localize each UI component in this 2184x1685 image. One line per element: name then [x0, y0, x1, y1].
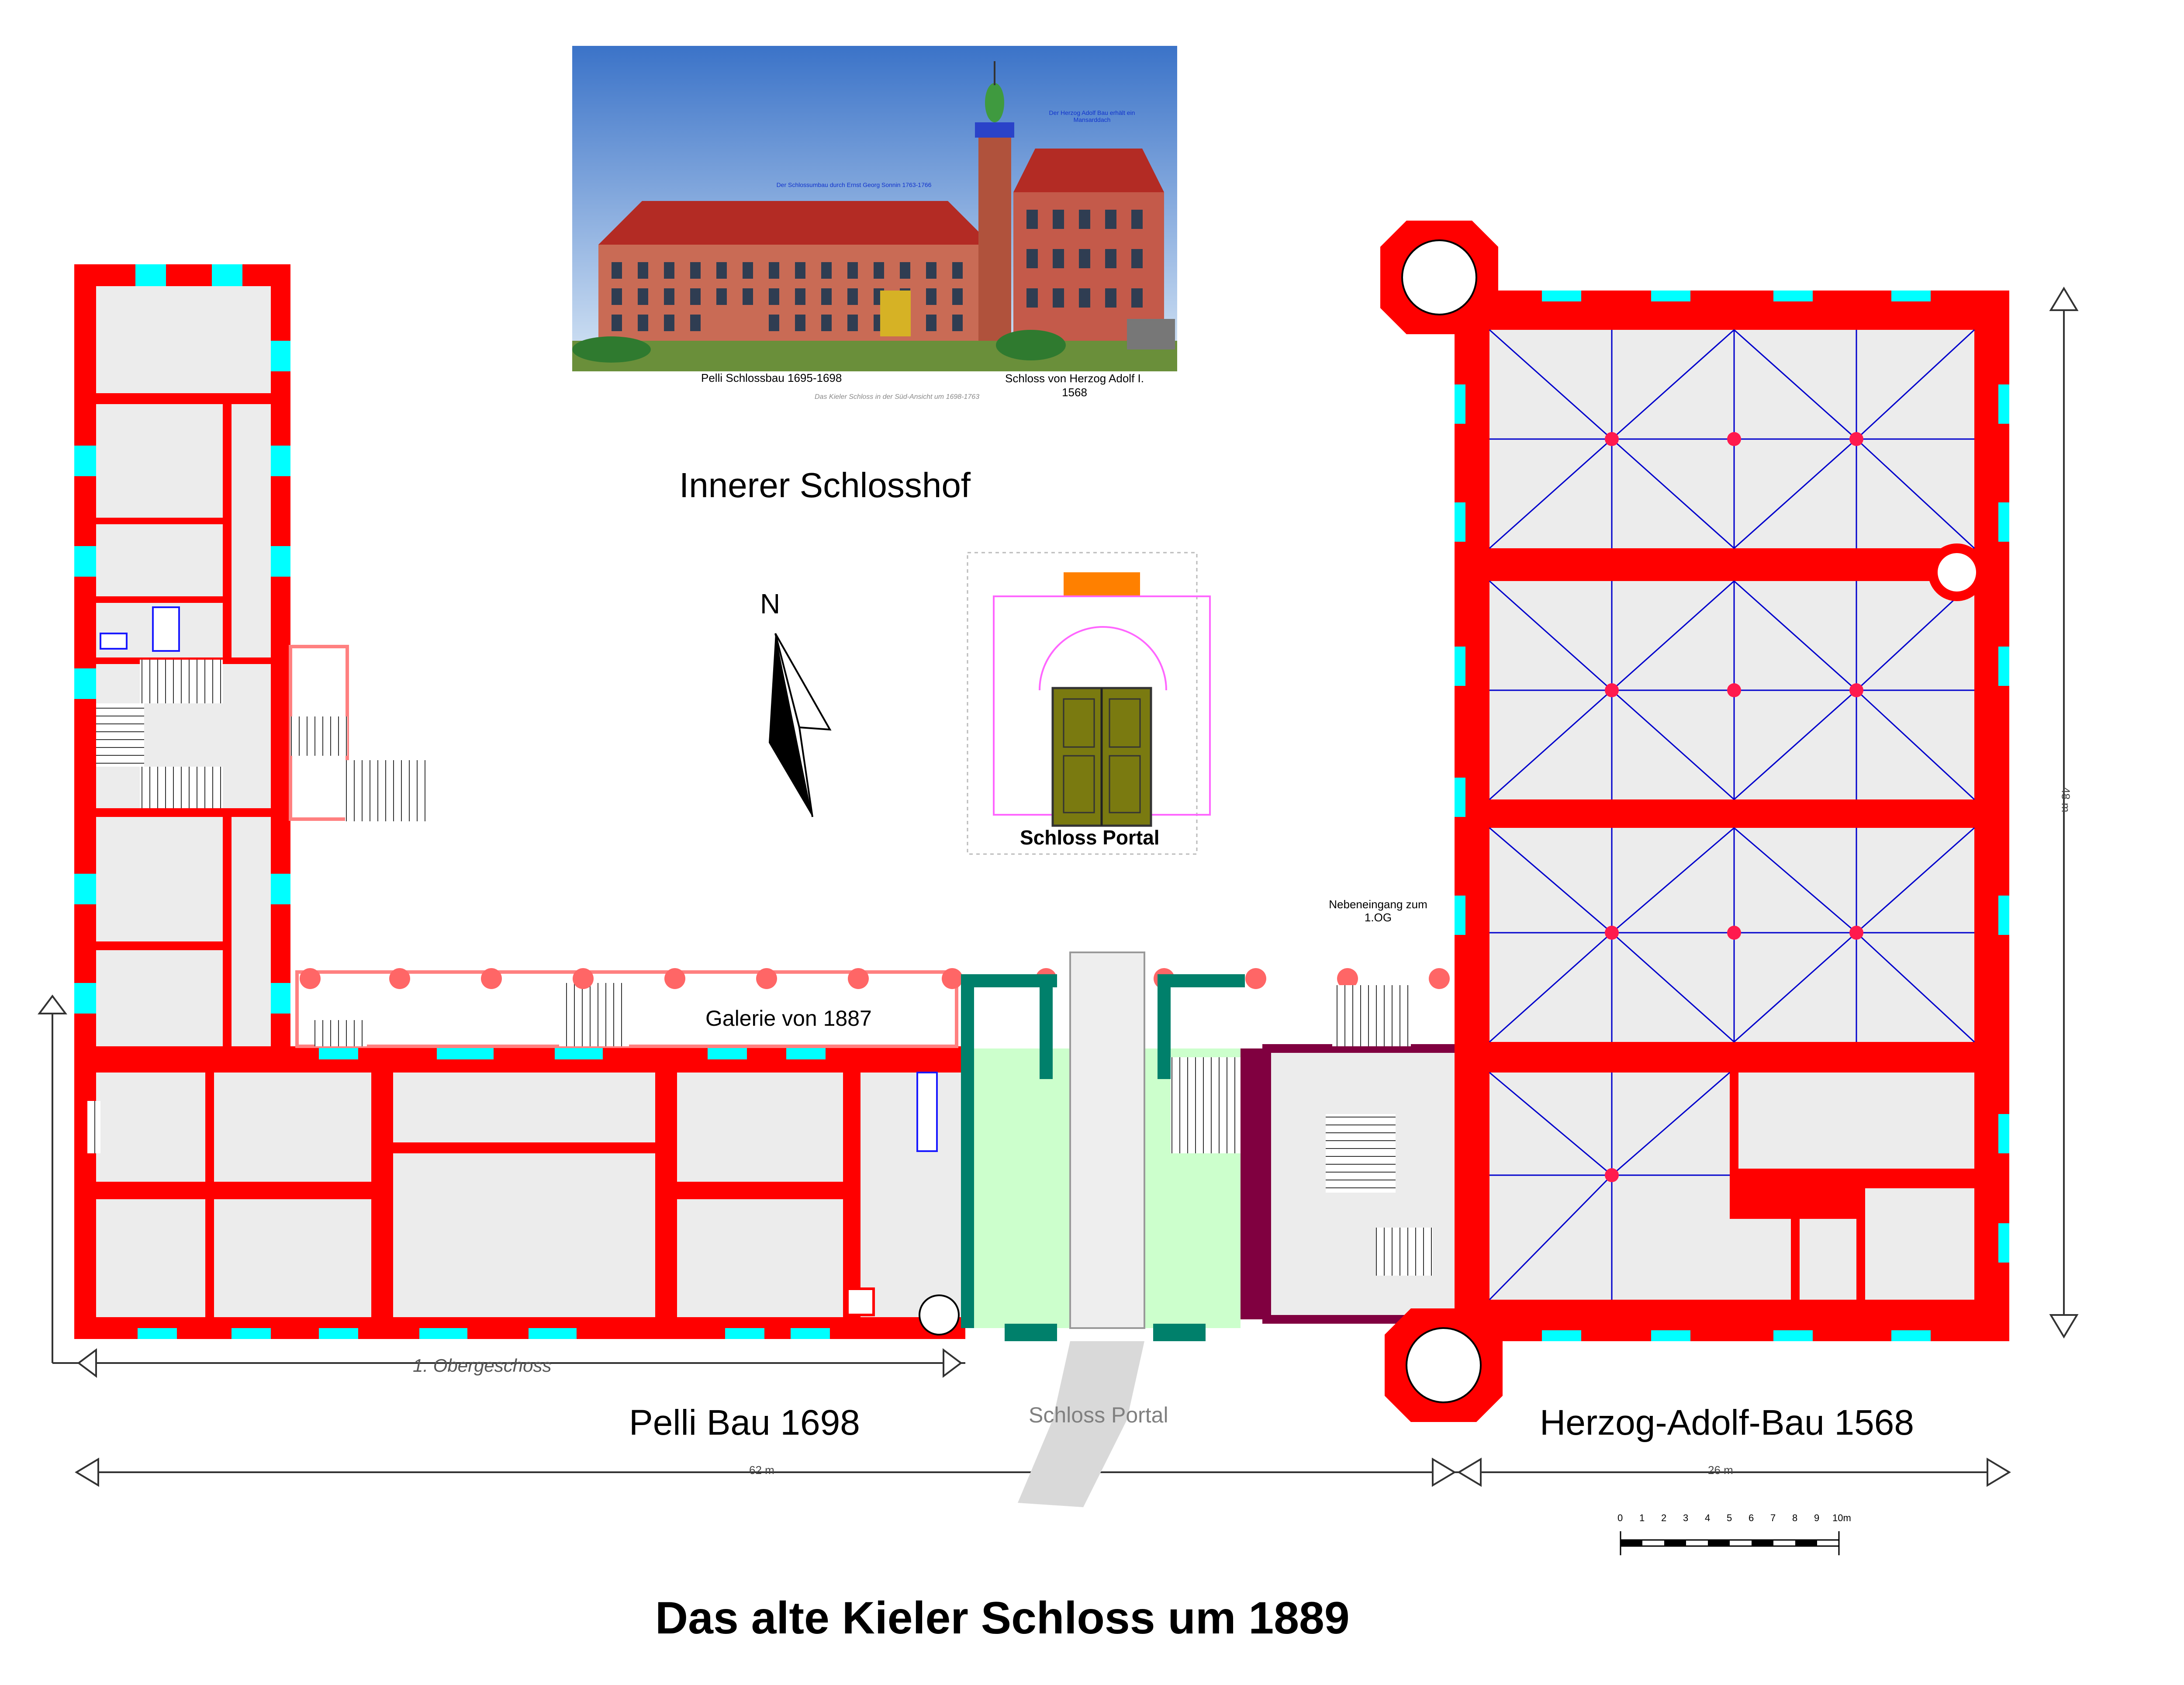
gallery-1887: [289, 645, 1450, 1048]
portal-hall: [961, 951, 1468, 1341]
side-entrance-label: Nebeneingang zum 1.OG: [1329, 898, 1427, 924]
facade-caption-small: Das Kieler Schloss in der Süd-Ansicht um…: [815, 393, 980, 401]
scale-tick: 4: [1705, 1512, 1711, 1523]
scale-bar: [1620, 1531, 1840, 1555]
portal-inset: [967, 552, 1211, 855]
dimension-62m: 62 m: [749, 1464, 774, 1477]
pelli-label: Pelli Bau 1698: [629, 1403, 860, 1443]
facade-note-sonnin: Der Schlossumbau durch Ernst Georg Sonni…: [776, 181, 932, 188]
scale-tick: 10m: [1832, 1512, 1851, 1523]
west-wing: [74, 264, 290, 1051]
scale-tick: 2: [1661, 1512, 1667, 1523]
gallery-columns: [300, 968, 1450, 989]
dimension-lines: [38, 287, 2079, 1487]
facade-caption-pelli: Pelli Schlossbau 1695-1698: [701, 371, 842, 384]
dimension-26m: 26 m: [1708, 1464, 1733, 1477]
portal-approach: [1018, 1341, 1144, 1507]
scale-tick: 3: [1683, 1512, 1689, 1523]
floor-label: 1. Obergeschoss: [413, 1355, 552, 1376]
north-arrow-icon: [769, 633, 832, 817]
facade-note-mansard: Der Herzog Adolf Bau erhält ein Mansardd…: [1049, 109, 1135, 123]
portal-inset-caption: Schloss Portal: [1020, 826, 1160, 849]
facade-picture: Der Schlossumbau durch Ernst Georg Sonni…: [572, 46, 1177, 371]
scale-tick: 9: [1814, 1512, 1820, 1523]
scale-tick: 8: [1792, 1512, 1798, 1523]
dimension-48m: 48 m: [2059, 787, 2073, 813]
portal-label: Schloss Portal: [1029, 1403, 1168, 1427]
vault-bosses: [1605, 432, 1863, 1182]
scale-tick: 6: [1749, 1512, 1754, 1523]
adolf-label: Herzog-Adolf-Bau 1568: [1540, 1403, 1914, 1443]
courtyard-label: Innerer Schlosshof: [679, 466, 971, 505]
adolf-building: [1380, 221, 2009, 1422]
scale-tick: 1: [1639, 1512, 1645, 1523]
gallery-label: Galerie von 1887: [705, 1006, 872, 1031]
scale-tick: 7: [1770, 1512, 1776, 1523]
plan-title: Das alte Kieler Schloss um 1889: [655, 1593, 1350, 1643]
north-label: N: [760, 588, 781, 619]
scale-tick: 5: [1727, 1512, 1732, 1523]
facade-caption-adolf: Schloss von Herzog Adolf I. 1568: [1005, 372, 1144, 399]
scale-tick: 0: [1617, 1512, 1623, 1523]
pelli-building: [74, 1046, 965, 1339]
